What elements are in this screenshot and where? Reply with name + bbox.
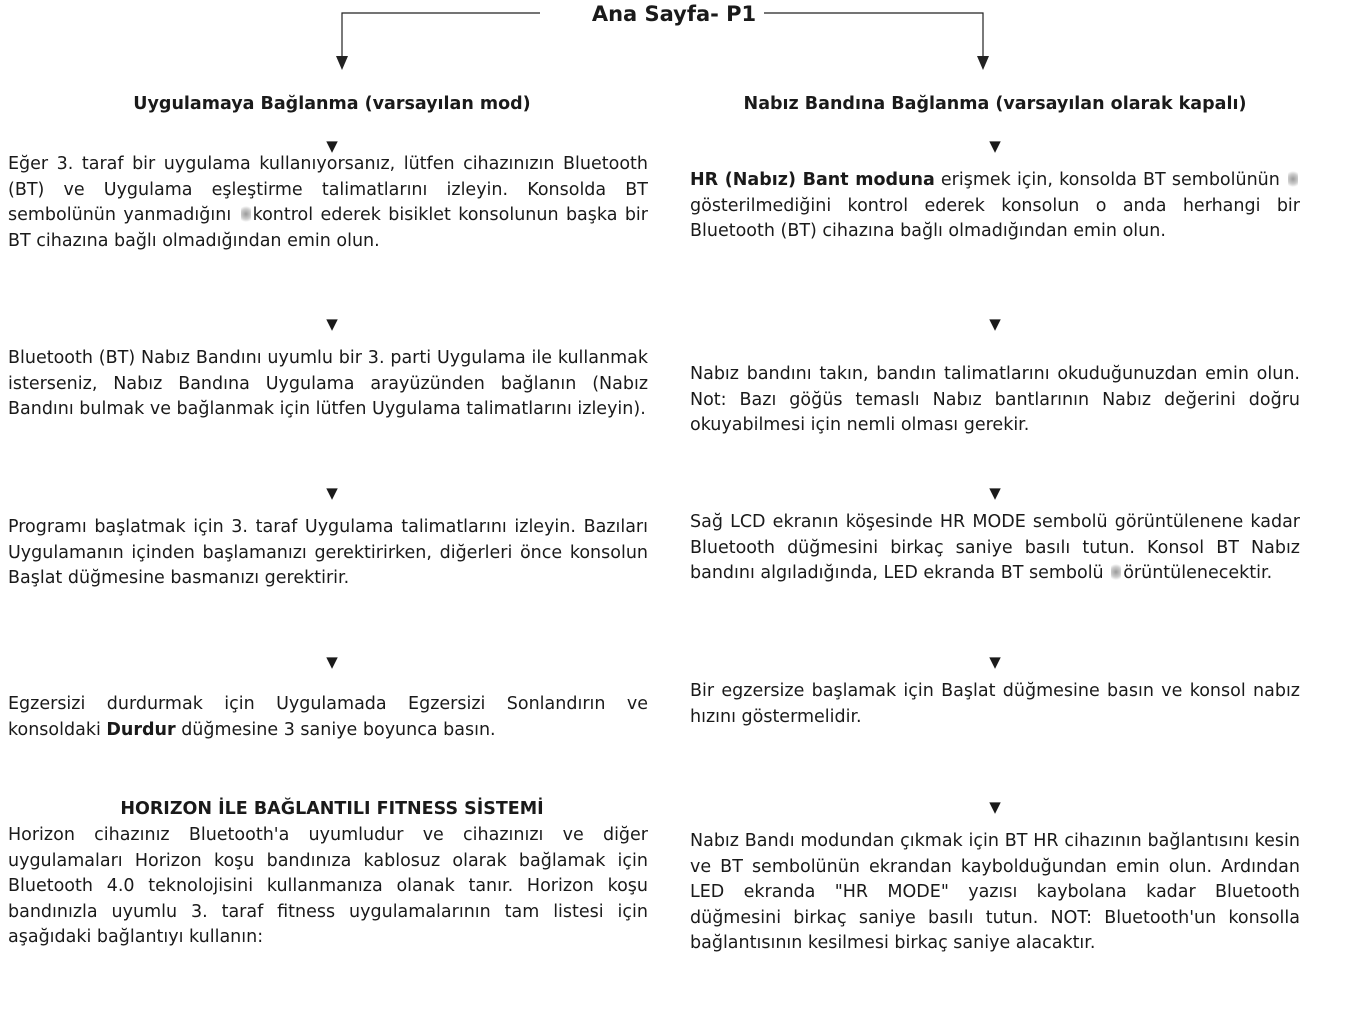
horizon-description: Horizon cihazınız Bluetooth'a uyumludur …	[8, 825, 648, 947]
arrow-down-icon: ▼	[989, 315, 1001, 333]
left-heading: Uygulamaya Bağlanma (varsayılan mod)	[133, 94, 531, 114]
left-step-1: Eğer 3. taraf bir uygulama kullanıyorsan…	[8, 154, 648, 251]
arrow-down-icon: ▼	[326, 315, 338, 333]
right-step-3: Sağ LCD ekranın köşesinde HR MODE sembol…	[690, 512, 1300, 583]
left-step-4: Egzersizi durdurmak için Uygulamada Egze…	[8, 694, 648, 740]
right-step-1: HR (Nabız) Bant moduna erişmek için, kon…	[690, 170, 1300, 241]
arrow-down-icon: ▼	[326, 484, 338, 502]
bluetooth-icon	[240, 206, 251, 222]
right-step-4: Bir egzersize başlamak için Başlat düğme…	[690, 681, 1300, 727]
left-step-2: Bluetooth (BT) Nabız Bandını uyumlu bir …	[8, 348, 648, 419]
horizon-heading: HORIZON İLE BAĞLANTILI FITNESS SİSTEMİ	[120, 799, 544, 819]
page-title: Ana Sayfa- P1	[0, 0, 1348, 28]
right-step-5: Nabız Bandı modundan çıkmak için BT HR c…	[690, 831, 1300, 953]
arrow-down-icon: ▼	[989, 484, 1001, 502]
flow-connector	[336, 12, 989, 70]
arrow-down-icon: ▼	[989, 653, 1001, 671]
bluetooth-icon	[1111, 564, 1122, 580]
left-step-3: Programı başlatmak için 3. taraf Uygulam…	[8, 517, 648, 588]
bluetooth-icon	[1288, 171, 1299, 187]
arrow-down-icon: ▼	[989, 798, 1001, 816]
arrow-down-icon: ▼	[989, 137, 1001, 155]
right-heading: Nabız Bandına Bağlanma (varsayılan olara…	[743, 94, 1247, 114]
arrow-down-icon: ▼	[326, 137, 338, 155]
arrow-down-icon: ▼	[326, 653, 338, 671]
right-step-2: Nabız bandını takın, bandın talimatların…	[690, 364, 1300, 435]
